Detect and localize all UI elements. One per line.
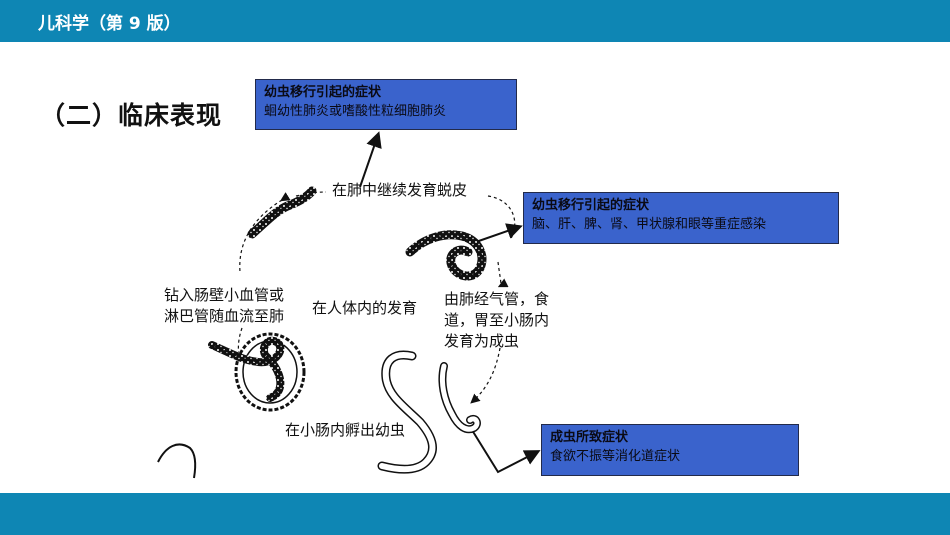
callout-arrow-lung bbox=[359, 131, 382, 188]
adult-worm bbox=[438, 362, 481, 434]
stage-drill-line-1: 钻入肠壁小血管或 bbox=[164, 286, 285, 304]
larva-worm-top bbox=[247, 186, 317, 239]
stage-hatch-label: 在小肠内孵出幼虫 bbox=[285, 421, 406, 439]
callout-adult-symptoms: 成虫所致症状 食欲不振等消化道症状 bbox=[541, 424, 799, 476]
larva-worm-coiled bbox=[405, 230, 487, 281]
callout-title: 幼虫移行引起的症状 bbox=[264, 85, 382, 100]
callout-title: 成虫所致症状 bbox=[550, 430, 629, 445]
callout-body: 食欲不振等消化道症状 bbox=[550, 449, 681, 464]
callout-title: 幼虫移行引起的症状 bbox=[532, 198, 650, 213]
stage-drill-line-2: 淋巴管随血流至肺 bbox=[164, 307, 285, 325]
callout-arrow-tissue bbox=[472, 223, 523, 244]
stage-migration-line-1: 由肺经气管，食 bbox=[444, 290, 550, 308]
cycle-arrow-top bbox=[295, 191, 327, 197]
callout-body: 脑、肝、脾、肾、甲状腺和眼等重症感染 bbox=[532, 217, 767, 232]
callout-body: 蛔幼性肺炎或嗜酸性粒细胞肺炎 bbox=[264, 104, 447, 119]
callout-lung-symptoms: 幼虫移行引起的症状 蛔幼性肺炎或嗜酸性粒细胞肺炎 bbox=[255, 79, 517, 130]
larva-worm-hatched bbox=[377, 350, 438, 474]
stage-migration-line-3: 发育为成虫 bbox=[444, 332, 520, 350]
cycle-arrow-down bbox=[470, 347, 501, 404]
cycle-arrow-right-top bbox=[487, 195, 516, 241]
cycle-arrow-left bbox=[239, 192, 291, 273]
callout-arrow-adult bbox=[471, 429, 541, 474]
footer-bar bbox=[0, 493, 950, 535]
header-title: 儿科学（第 9 版） bbox=[38, 14, 181, 34]
partial-worm-edge bbox=[157, 443, 197, 479]
section-heading: （二）临床表现 bbox=[40, 101, 223, 130]
stage-center-label: 在人体内的发育 bbox=[312, 299, 418, 317]
stage-migration-line-2: 道，胃至小肠内 bbox=[444, 311, 550, 329]
header-bar: 儿科学（第 9 版） bbox=[0, 0, 950, 42]
egg-with-larva bbox=[208, 332, 306, 412]
cycle-arrow-right bbox=[497, 261, 509, 288]
stage-lung-molting: 在肺中继续发育蜕皮 bbox=[332, 181, 468, 199]
callout-tissue-symptoms: 幼虫移行引起的症状 脑、肝、脾、肾、甲状腺和眼等重症感染 bbox=[523, 192, 839, 244]
